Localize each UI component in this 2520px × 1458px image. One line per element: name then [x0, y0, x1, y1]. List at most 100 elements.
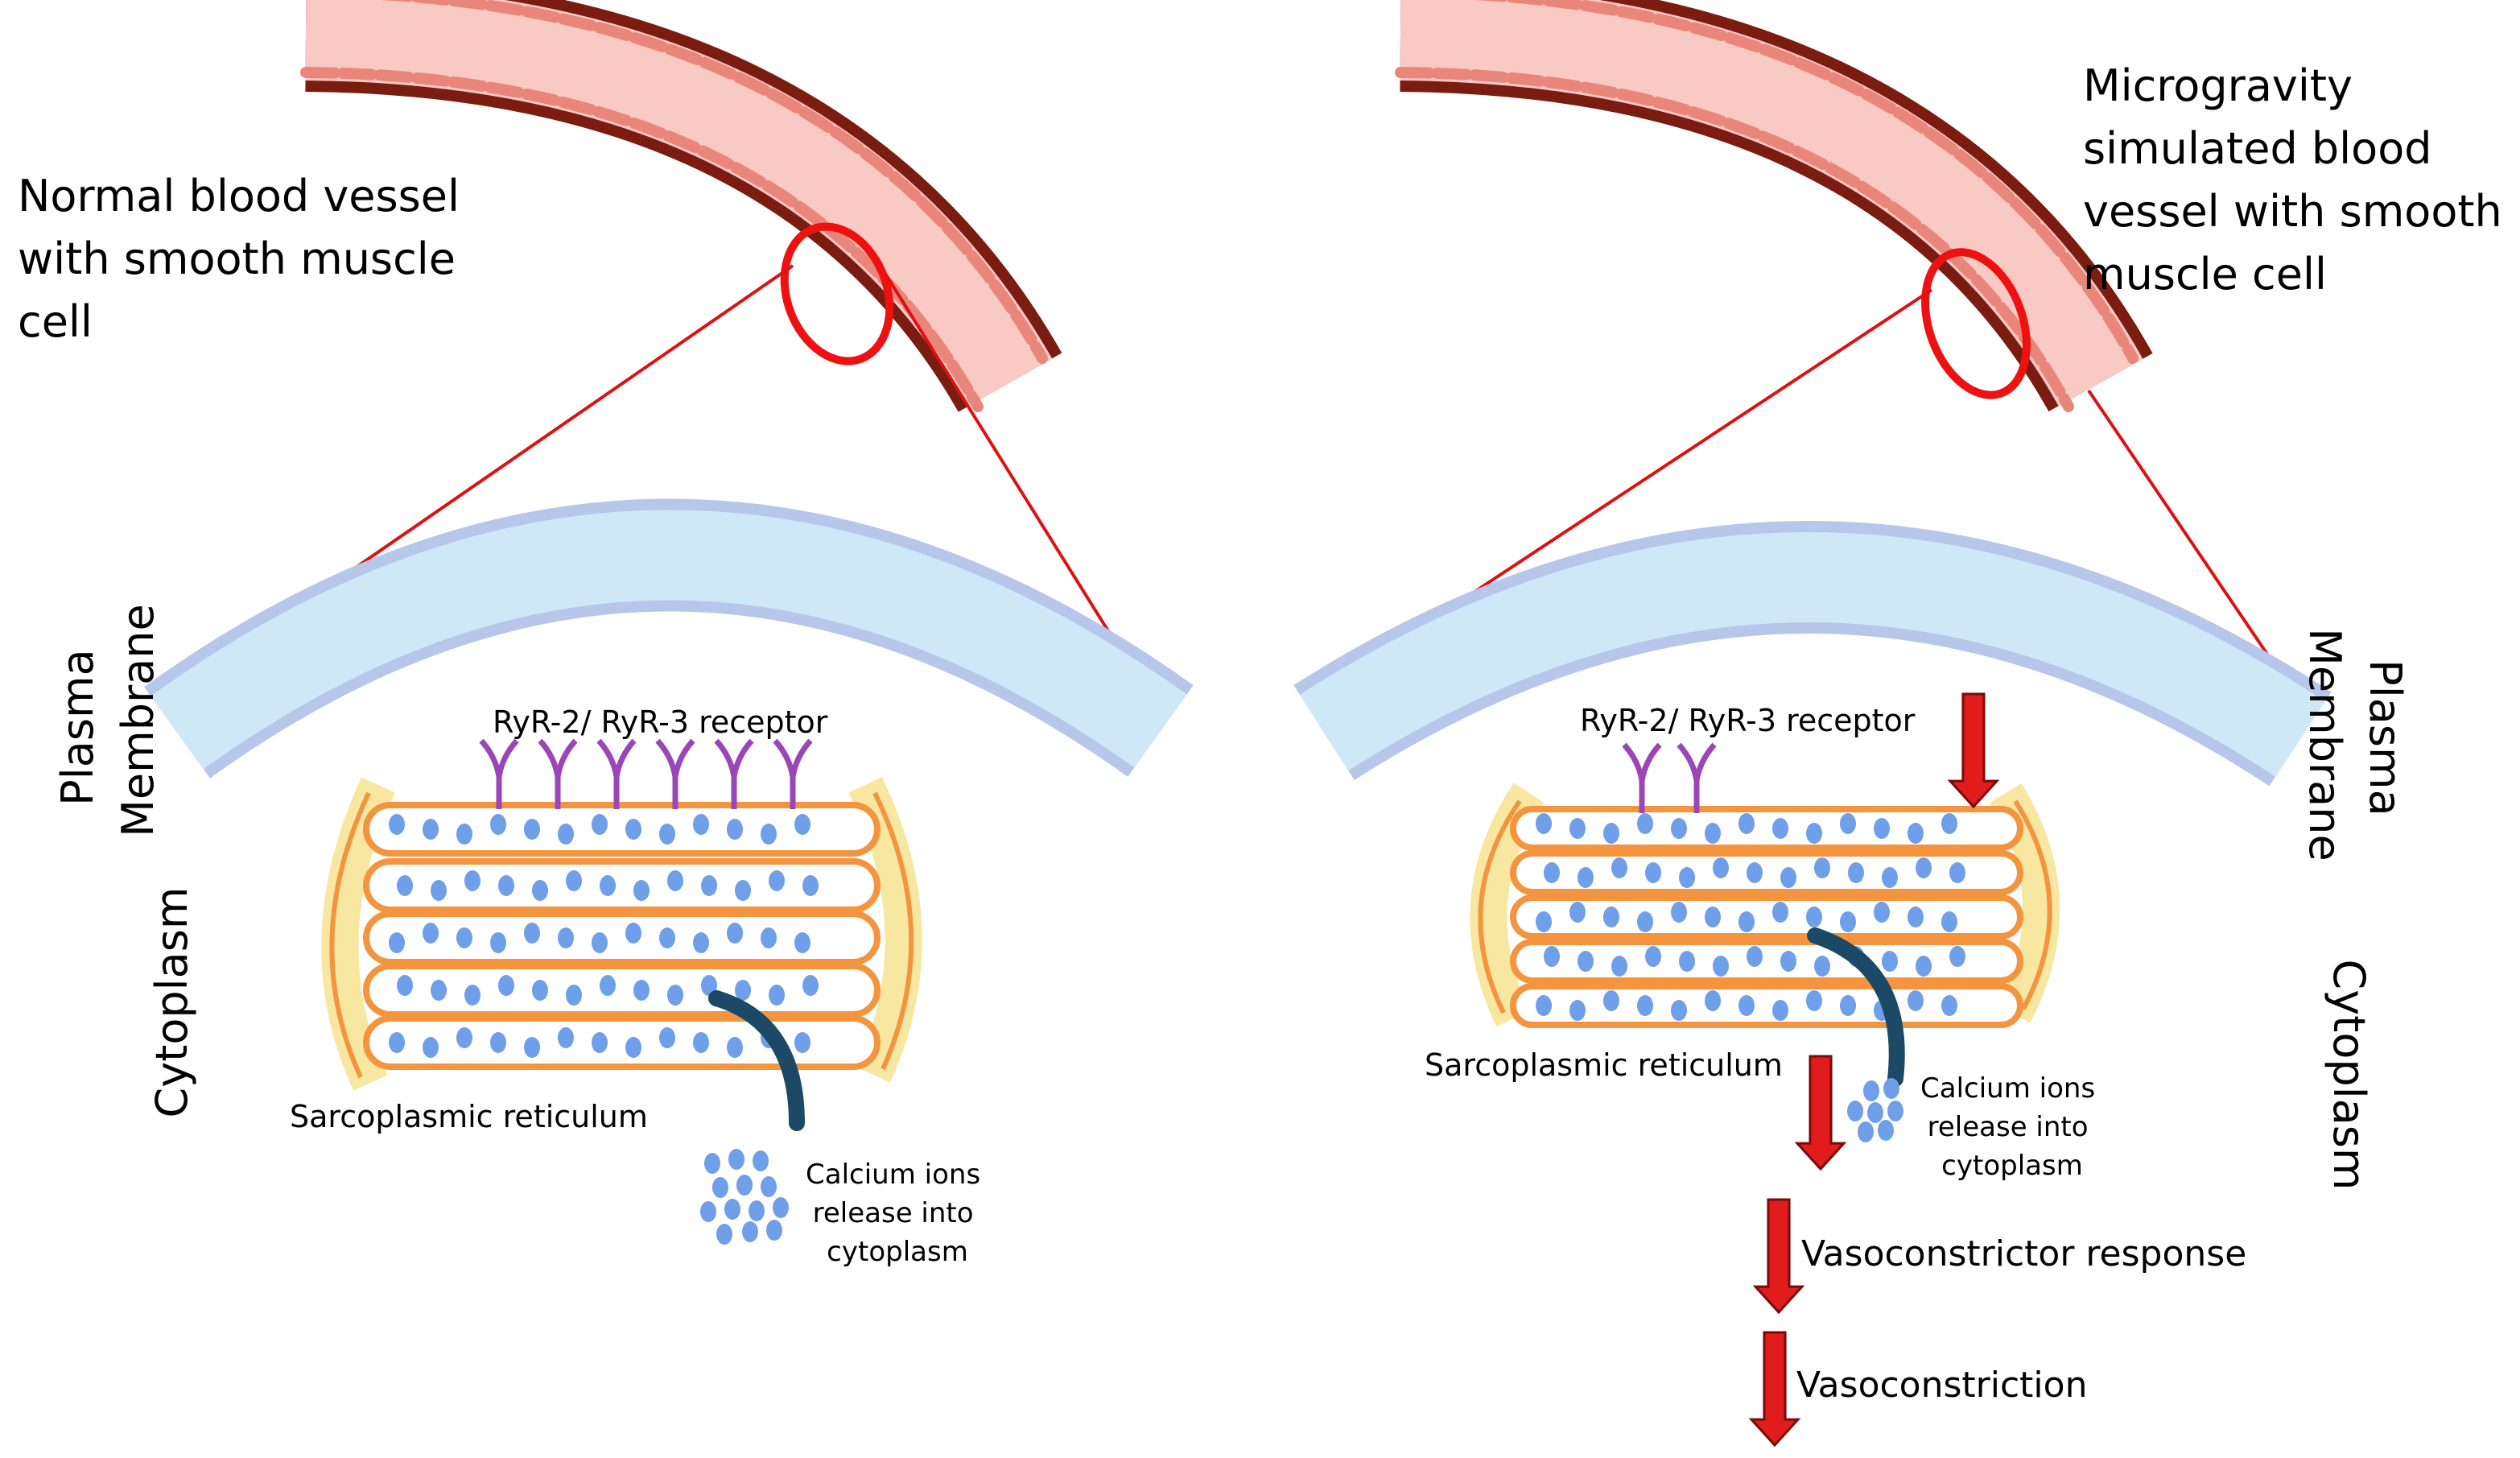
calcium-ion [456, 824, 472, 845]
red-down-arrow [1752, 1198, 1805, 1315]
calcium-ion [1713, 857, 1729, 878]
right-release-line-2: release into [1928, 1111, 2089, 1143]
right-downregulation-arrows [1748, 692, 2000, 1448]
left-release-line-1: Calcium ions [806, 1159, 980, 1191]
right-vessel-cell-layer-top [1473, 0, 2138, 364]
calcium-ion [1679, 951, 1695, 972]
right-release-line-3: cytoplasm [1941, 1150, 2083, 1182]
calcium-ion [1882, 867, 1898, 888]
calcium-ion [456, 927, 472, 948]
right-receptor-label: RyR-2/ RyR-3 receptor [1580, 703, 1916, 738]
calcium-ion [1949, 862, 1965, 883]
calcium-ion [1671, 902, 1687, 923]
right-panel: Microgravity simulated blood vessel with… [1293, 0, 2502, 1448]
calcium-ion [1949, 946, 1965, 967]
left-title-line-2: with smooth muscle [18, 233, 456, 284]
calcium-ion [802, 875, 819, 896]
released-calcium-ion [749, 1200, 765, 1221]
calcium-ion [1569, 818, 1586, 839]
released-calcium-ion [766, 1220, 782, 1241]
calcium-ion [735, 980, 751, 1001]
calcium-ion [659, 1027, 675, 1048]
left-magnifier-circle [780, 222, 894, 366]
calcium-ion [1772, 902, 1788, 923]
calcium-ion [1603, 907, 1619, 927]
right-vessel-lumen [1400, 0, 2143, 407]
left-title-line-1: Normal blood vessel [18, 171, 460, 221]
calcium-ion [1806, 823, 1822, 844]
left-sr-tube [363, 963, 881, 1018]
calcium-ion [667, 870, 683, 891]
calcium-ion [1874, 902, 1890, 923]
calcium-ion [1840, 813, 1856, 834]
left-sr-tube [363, 858, 881, 913]
calcium-ion [498, 875, 514, 896]
calcium-ion [1747, 946, 1763, 967]
left-membrane-label-line-1: Plasma [52, 649, 103, 805]
released-calcium-ion [716, 1224, 732, 1245]
right-blood-vessel [1395, 0, 2153, 412]
released-calcium-ion [700, 1201, 716, 1222]
left-plasma-membrane [144, 498, 1194, 779]
ryr-receptor [1677, 742, 1717, 782]
right-response-step-2: Vasoconstriction [1796, 1365, 2087, 1406]
calcium-ion [1679, 867, 1695, 888]
released-calcium-ion [1867, 1102, 1883, 1123]
released-calcium-ion [704, 1153, 720, 1174]
calcium-ion [693, 814, 709, 835]
left-ryr-receptors [479, 738, 813, 809]
right-ryr-receptors [1622, 742, 1717, 813]
calcium-ion [423, 923, 439, 944]
left-sr-label: Sarcoplasmic reticulum [290, 1099, 648, 1134]
calcium-ion [659, 927, 675, 948]
released-calcium-ion [1863, 1080, 1879, 1101]
calcium-ion [1705, 907, 1721, 927]
red-down-arrow [1748, 1331, 1801, 1448]
red-down-arrow [1947, 692, 2000, 809]
calcium-ion [490, 814, 506, 835]
calcium-ion [1908, 990, 1924, 1011]
calcium-ion [1536, 995, 1552, 1016]
calcium-ion [1611, 857, 1627, 878]
left-sarcoplasmic-reticulum [321, 776, 922, 1091]
calcium-ion [1713, 956, 1729, 977]
calcium-ion [1705, 823, 1721, 844]
right-release-label: Calcium ions release into cytoplasm [1920, 1072, 2104, 1182]
calcium-ion [431, 880, 447, 901]
calcium-ion [625, 1037, 641, 1058]
calcium-ion [464, 985, 480, 1006]
right-magnifier-circle [1921, 248, 2031, 399]
calcium-ion [659, 824, 675, 845]
calcium-ion [667, 985, 683, 1006]
released-calcium-ion [1847, 1101, 1863, 1121]
right-released-calcium-cluster [1847, 1078, 1903, 1142]
calcium-ion [1544, 862, 1560, 883]
calcium-ion [633, 980, 650, 1001]
calcium-ion [693, 932, 709, 953]
calcium-ion [1536, 813, 1552, 834]
right-title-line-2: simulated blood [2083, 123, 2432, 174]
calcium-ion [558, 927, 574, 948]
calcium-ion [1645, 862, 1661, 883]
calcium-ion [524, 819, 540, 840]
released-calcium-ion [1858, 1121, 1874, 1142]
calcium-ion [397, 975, 413, 996]
left-release-line-2: release into [813, 1197, 974, 1229]
calcium-ion [1840, 995, 1856, 1016]
calcium-ion [1637, 813, 1653, 834]
calcium-ion [1916, 956, 1932, 977]
released-calcium-ion [724, 1199, 740, 1220]
released-calcium-ion [1887, 1101, 1903, 1121]
calcium-ion [625, 923, 641, 944]
left-cytoplasm-label: Cytoplasm [146, 887, 197, 1118]
calcium-ion [1840, 911, 1856, 932]
left-release-label: Calcium ions release into cytoplasm [806, 1159, 989, 1268]
calcium-ion [456, 1027, 472, 1048]
ryr-receptor [479, 738, 519, 778]
calcium-ion [1603, 990, 1619, 1011]
right-cytoplasm-label: Cytoplasm [2324, 960, 2374, 1191]
calcium-ion [1772, 1000, 1788, 1021]
calcium-ion [389, 1032, 405, 1053]
calcium-ion [1814, 956, 1830, 977]
calcium-ion [1941, 911, 1957, 932]
